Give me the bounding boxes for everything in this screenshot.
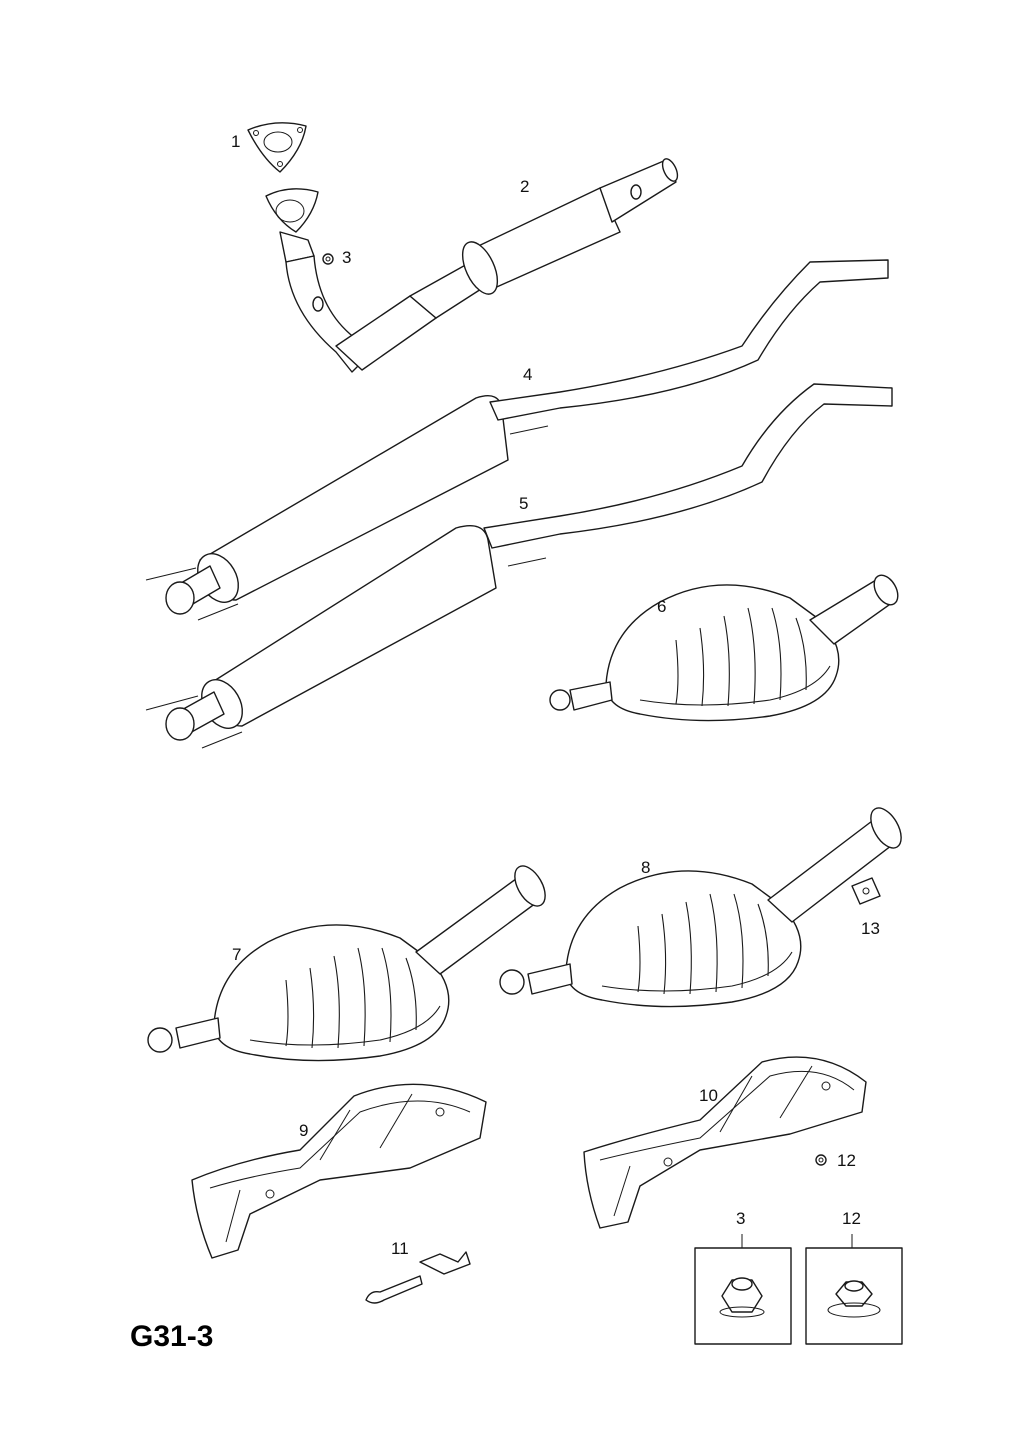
part-9-heat-shield xyxy=(191,1083,487,1259)
detail-label-3: 3 xyxy=(736,1209,745,1228)
callout-7: 7 xyxy=(232,945,241,964)
callout-1: 1 xyxy=(231,132,240,151)
callout-2: 2 xyxy=(520,177,529,196)
callout-6: 6 xyxy=(657,597,666,616)
part-3-nut-small xyxy=(322,253,334,265)
part-4-centre-silencer xyxy=(145,259,889,621)
part-2-front-pipe-catalytic-converter xyxy=(265,158,679,373)
part-10-heat-shield xyxy=(583,1056,867,1229)
callout-12: 12 xyxy=(837,1151,856,1170)
callout-3: 3 xyxy=(342,248,351,267)
page-code: G31-3 xyxy=(130,1320,213,1353)
part-12-nut-small xyxy=(815,1154,827,1166)
callout-11: 11 xyxy=(391,1239,409,1258)
part-7-rear-silencer xyxy=(147,865,546,1062)
detail-box-12 xyxy=(805,1234,903,1345)
part-8-rear-silencer xyxy=(499,807,902,1008)
callout-8: 8 xyxy=(641,858,650,877)
callout-10: 10 xyxy=(699,1086,718,1105)
callout-13: 13 xyxy=(861,919,880,938)
part-5-centre-silencer xyxy=(145,383,893,749)
callout-4: 4 xyxy=(523,365,532,384)
part-1-gasket xyxy=(247,122,307,173)
part-6-rear-silencer xyxy=(549,574,899,722)
callout-5: 5 xyxy=(519,494,528,513)
detail-label-12: 12 xyxy=(842,1209,861,1228)
callout-9: 9 xyxy=(299,1121,308,1140)
part-13-rubber-mount xyxy=(851,877,881,905)
part-11-clip xyxy=(365,1251,471,1304)
detail-box-3 xyxy=(694,1234,792,1345)
